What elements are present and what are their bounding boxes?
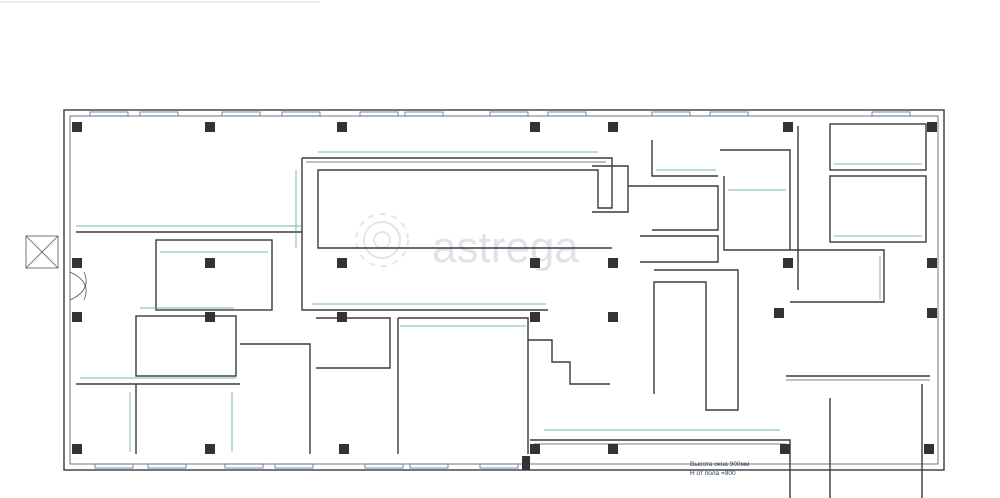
column-square-icon	[927, 122, 937, 132]
window-note-line1: Высота окна 900мм	[690, 461, 750, 468]
column-square-icon	[205, 312, 215, 322]
dimension-lines	[76, 151, 922, 452]
column-square-icon	[530, 444, 540, 454]
column-square-icon	[522, 456, 530, 470]
column-square-icon	[337, 258, 347, 268]
column-square-icon	[72, 444, 82, 454]
column-square-icon	[205, 122, 215, 132]
column-square-icon	[608, 444, 618, 454]
column-square-icon	[774, 308, 784, 318]
door-swing-icon	[69, 271, 87, 301]
window-note-line2: Н от пола =900	[690, 470, 736, 477]
column-square-icon	[205, 444, 215, 454]
watermark-logo-icon	[355, 213, 409, 267]
column-square-icon	[205, 258, 215, 268]
entrance-cross-icon	[25, 235, 59, 269]
window-height-note: Высота окна 900мм Н от пола =900	[690, 461, 750, 477]
column-square-icon	[927, 258, 937, 268]
watermark: astrega	[355, 213, 579, 272]
column-square-icon	[783, 258, 793, 268]
column-square-icon	[337, 122, 347, 132]
interior-walls	[76, 123, 930, 498]
column-square-icon	[608, 258, 618, 268]
outer-walls	[63, 109, 945, 471]
column-square-icon	[530, 122, 540, 132]
column-square-icon	[72, 258, 82, 268]
column-square-icon	[780, 444, 790, 454]
bottom-windows	[94, 463, 519, 469]
top-windows	[89, 111, 911, 117]
column-square-icon	[530, 258, 540, 268]
columns	[72, 122, 937, 470]
column-square-icon	[608, 122, 618, 132]
column-square-icon	[927, 308, 937, 318]
column-square-icon	[337, 312, 347, 322]
column-square-icon	[72, 312, 82, 322]
column-square-icon	[608, 312, 618, 322]
column-square-icon	[530, 312, 540, 322]
column-square-icon	[783, 122, 793, 132]
column-square-icon	[72, 122, 82, 132]
column-square-icon	[339, 444, 349, 454]
column-square-icon	[924, 444, 934, 454]
entrance	[25, 235, 87, 301]
